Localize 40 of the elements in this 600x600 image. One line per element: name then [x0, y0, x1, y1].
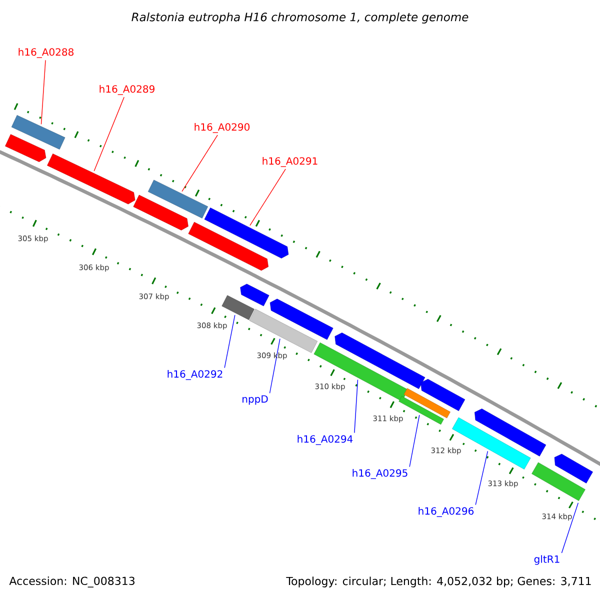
leader-line: [354, 379, 358, 434]
leader-line: [561, 502, 579, 554]
gene-feature: [474, 408, 546, 456]
gene-feature: [188, 222, 268, 271]
gene-label: h16_A0290: [194, 123, 250, 133]
leader-line: [409, 414, 420, 468]
leader-line: [182, 134, 218, 192]
gene-feature: [240, 284, 270, 306]
gene-feature: [47, 154, 136, 204]
gene-feature: [11, 115, 66, 150]
leader-line: [250, 168, 286, 226]
gene-feature: [133, 194, 188, 230]
gene-label: h16_A0295: [352, 469, 408, 479]
leader-line: [269, 338, 280, 394]
genome-info-text: Topology: circular; Length: 4,052,032 bp; Genes: 3,711: [286, 576, 591, 588]
gene-label: nppD: [242, 395, 268, 405]
gene-label: gltR1: [534, 555, 560, 565]
gene-feature: [532, 462, 586, 501]
leader-line: [224, 314, 236, 368]
gene-feature: [404, 388, 450, 418]
gene-feature: [314, 342, 408, 402]
title: Ralstonia eutropha H16 chromosome 1, complete genome: [132, 12, 468, 24]
gene-feature: [5, 134, 46, 162]
gene-feature: [249, 308, 318, 353]
gene-label: h16_A0294: [298, 435, 353, 445]
gene-label: h16_A0291: [262, 157, 318, 167]
gene-label: h16_A0292: [168, 370, 222, 380]
gene-label: h16_A0296: [418, 507, 474, 517]
gene-feature: [204, 208, 289, 258]
gene-feature: [554, 454, 593, 484]
gene-label: h16_A0288: [18, 48, 74, 58]
gene-feature: [420, 378, 466, 412]
gene-feature: [270, 298, 334, 340]
accession-text: Accession: NC_008313: [9, 576, 134, 588]
gene-label: h16_A0289: [100, 85, 154, 95]
leader-line: [40, 60, 46, 125]
leader-line: [94, 96, 124, 172]
gene-feature: [222, 295, 254, 320]
gene-feature: [148, 180, 208, 218]
leader-line: [475, 450, 488, 506]
